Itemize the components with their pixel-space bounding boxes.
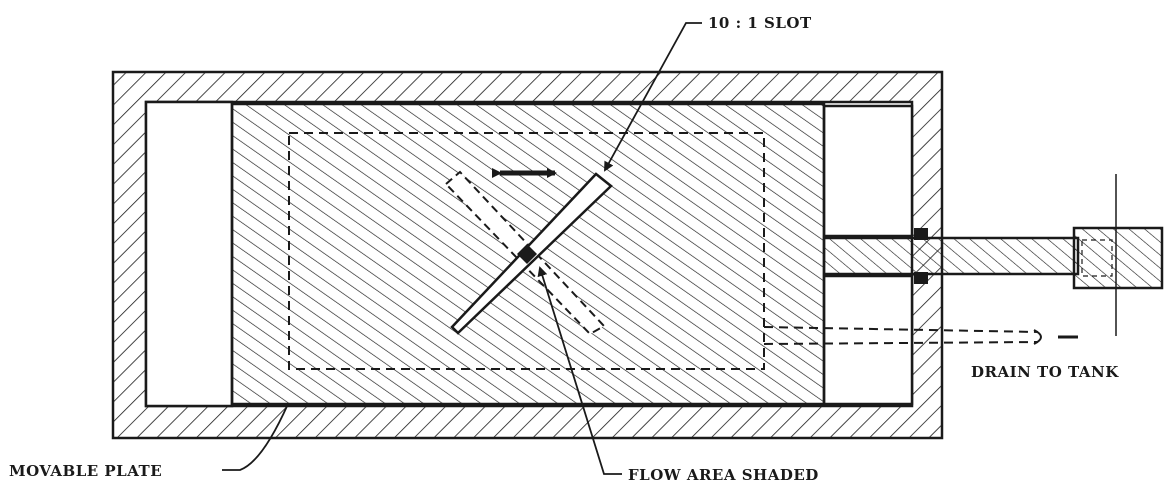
drain-line <box>763 326 1078 345</box>
leader-movable-plate <box>222 403 289 471</box>
rod-seal-bottom <box>914 272 928 284</box>
leader-flow-area <box>537 266 622 475</box>
flow-area-label: FLOW AREA SHADED <box>628 466 819 484</box>
flow-area-shaded <box>517 244 537 264</box>
rod <box>822 236 1080 276</box>
leader-slot <box>604 22 702 172</box>
slot-assembly <box>444 168 613 336</box>
left-chamber <box>144 100 234 408</box>
leader-lines <box>222 22 702 475</box>
piston-rod <box>822 174 1164 336</box>
drain-line-end <box>1033 329 1042 345</box>
rod-seal-top <box>914 228 928 240</box>
drain-label: DRAIN TO TANK <box>971 363 1119 381</box>
movable-plate-label: MOVABLE PLATE <box>9 462 162 480</box>
rod-end-cap <box>1072 226 1164 290</box>
drain-line-lower <box>763 341 1039 345</box>
rod-end-cap-inner <box>1081 239 1113 277</box>
slot-label: 10 : 1 SLOT <box>708 14 812 32</box>
drain-line-upper <box>763 326 1039 333</box>
port-outline-dashed <box>288 132 765 370</box>
